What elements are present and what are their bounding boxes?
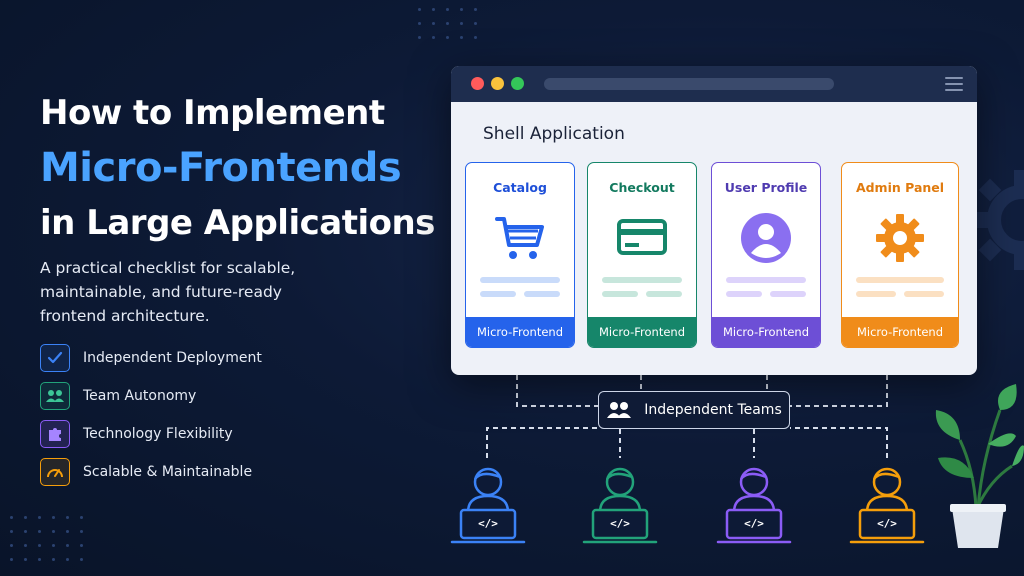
shell-title: Shell Application: [483, 124, 625, 144]
developer-green: </>: [582, 462, 658, 550]
feature-label: Independent Deployment: [83, 350, 262, 366]
gauge-icon: [40, 458, 70, 486]
puzzle-icon: [40, 420, 70, 448]
subtitle: A practical checklist for scalable, main…: [40, 259, 296, 325]
hamburger-menu-icon[interactable]: [945, 77, 963, 91]
developer-icon: [450, 467, 526, 544]
card-title: Checkout: [609, 180, 675, 195]
code-glyph: </>: [610, 517, 630, 530]
placeholder-lines: [480, 277, 560, 305]
card-title: User Profile: [724, 180, 808, 195]
card-catalog[interactable]: Catalog Micro-Frontend: [465, 162, 575, 348]
potted-plant-icon: [935, 384, 1024, 548]
code-glyph: </>: [744, 517, 764, 530]
heading-line-3: in Large Applications: [40, 203, 435, 243]
code-glyph: </>: [877, 517, 897, 530]
close-dot-icon[interactable]: [471, 77, 484, 90]
placeholder-lines: [856, 277, 944, 305]
placeholder-lines: [726, 277, 806, 305]
dot-grid-top: [418, 8, 488, 48]
feature-label: Scalable & Maintainable: [83, 464, 253, 480]
card-footer: Micro-Frontend: [588, 317, 696, 347]
background-gear-icon: [972, 170, 1024, 270]
page-heading: How to Implement Micro-Frontends in Larg…: [40, 86, 440, 250]
code-glyph: </>: [478, 517, 498, 530]
developer-icon: [582, 467, 658, 544]
developer-orange: </>: [849, 462, 925, 550]
card-footer: Micro-Frontend: [712, 317, 820, 347]
dot-grid-bottom: [10, 516, 100, 566]
heading-line-1: How to Implement: [40, 93, 385, 133]
feature-item-independent-deployment: Independent Deployment: [40, 344, 262, 372]
teams-label-text: Independent Teams: [644, 402, 782, 418]
developer-icon: [849, 467, 925, 544]
feature-item-technology-flexibility: Technology Flexibility: [40, 420, 262, 448]
card-user-profile[interactable]: User Profile Micro-Frontend: [711, 162, 821, 348]
card-title: Admin Panel: [855, 180, 945, 195]
feature-label: Technology Flexibility: [83, 426, 233, 442]
address-bar[interactable]: [544, 78, 834, 90]
placeholder-lines: [602, 277, 682, 305]
card-admin-panel[interactable]: Admin Panel Micro-Fron: [841, 162, 959, 348]
feature-item-scalable-maintainable: Scalable & Maintainable: [40, 458, 262, 486]
heading-line-2: Micro-Frontends: [40, 145, 402, 191]
card-footer: Micro-Frontend: [842, 317, 958, 347]
team-icon: [40, 382, 70, 410]
feature-label: Team Autonomy: [83, 388, 197, 404]
browser-title-bar: [451, 66, 977, 102]
card-title: Catalog: [493, 180, 547, 195]
feature-list: Independent Deployment Team Autonomy Tec…: [40, 344, 262, 496]
card-footer: Micro-Frontend: [466, 317, 574, 347]
checkmark-icon: [40, 344, 70, 372]
team-icon: [606, 401, 632, 419]
developer-purple: </>: [716, 462, 792, 550]
independent-teams-label: Independent Teams: [598, 391, 790, 429]
card-checkout[interactable]: Checkout Micro-Frontend: [587, 162, 697, 348]
gear-icon: [842, 211, 958, 265]
developer-blue: </>: [450, 462, 526, 550]
developer-icon: [716, 467, 792, 544]
user-profile-icon: [712, 211, 820, 265]
browser-window: Shell Application Catalog Micro-Frontend…: [451, 66, 977, 375]
credit-card-icon: [588, 211, 696, 265]
minimize-dot-icon[interactable]: [491, 77, 504, 90]
maximize-dot-icon[interactable]: [511, 77, 524, 90]
feature-item-team-autonomy: Team Autonomy: [40, 382, 262, 410]
shopping-cart-icon: [466, 211, 574, 265]
